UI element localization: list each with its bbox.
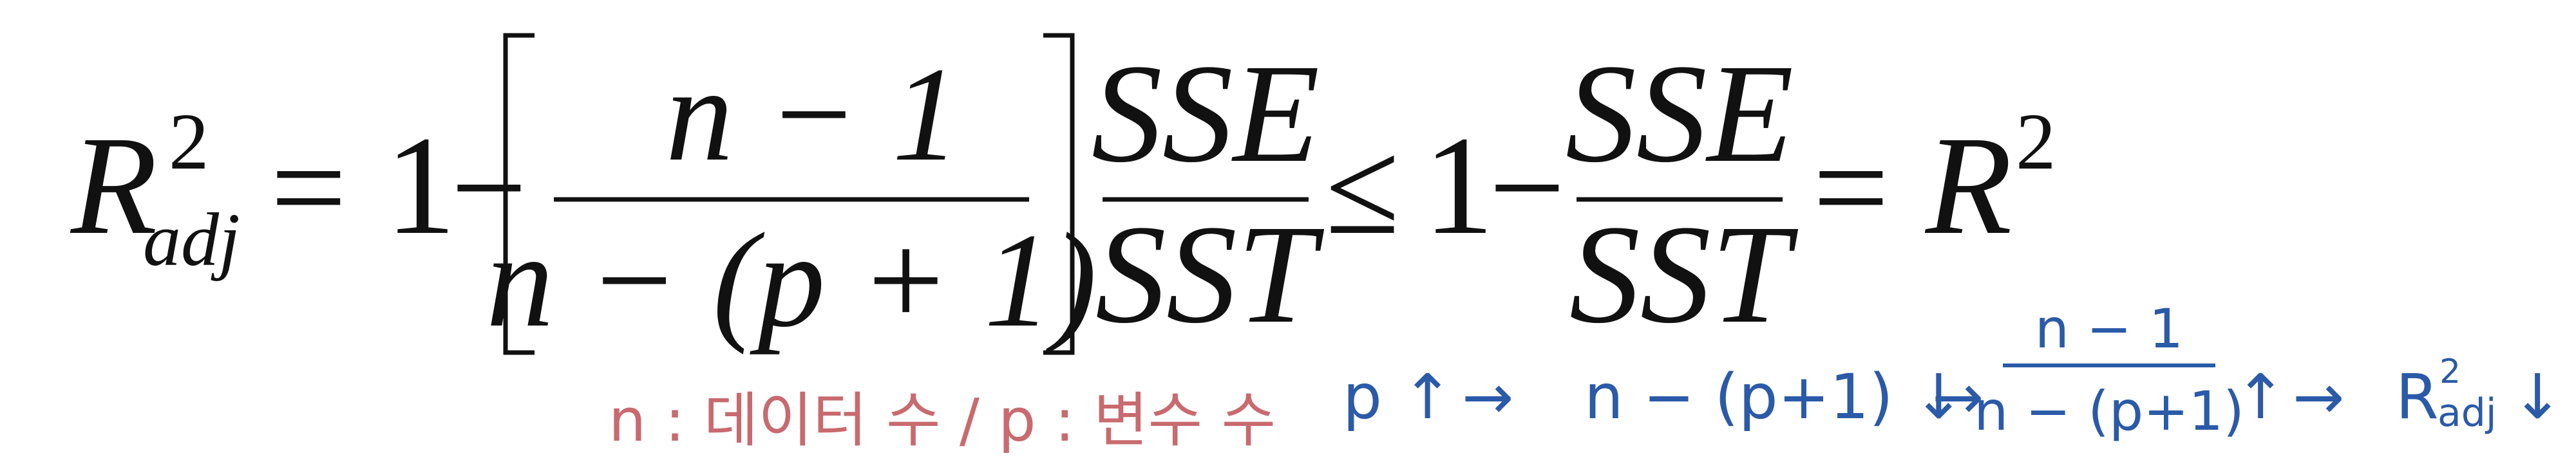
radj-decrease-arrow: ↓ (2512, 361, 2563, 433)
fraction1-numerator: n − 1 (666, 40, 960, 189)
fraction1-denominator: n − (p + 1) (486, 206, 1097, 355)
chain-radj-superscript: 2 (2439, 353, 2461, 391)
fraction3-numerator: SSE (1566, 35, 1794, 192)
minus-b: − (1489, 113, 1565, 262)
p-increase-note: p ↑ (1343, 361, 1454, 433)
fraction2-denominator: SST (1095, 196, 1325, 353)
r-squared-symbol: R (1924, 107, 2012, 264)
r-adj-symbol: R (70, 107, 157, 264)
minus-a: − (451, 113, 527, 262)
less-equal-sign: ≤ (1325, 113, 1399, 262)
variable-definition-note: n : 데이터 수 / p : 변수 수 (609, 386, 1276, 455)
chain-arrow-1: → (1462, 361, 1513, 433)
fraction-increase-arrow: ↑ (2235, 361, 2286, 433)
chain-arrow-2: → (1932, 361, 1984, 433)
chain-fraction-denominator: n − (p+1) (1974, 380, 2244, 443)
left-bracket (503, 33, 535, 355)
one-a: 1 (385, 107, 456, 264)
chain-radj-subscript: adj (2438, 391, 2497, 436)
fraction2-numerator: SSE (1092, 35, 1320, 192)
r-squared-superscript: 2 (2016, 98, 2056, 187)
r-adj-subscript: adj (143, 198, 240, 282)
chain-arrow-3: → (2293, 361, 2344, 433)
equals-sign-1: = (270, 113, 346, 262)
fraction3-denominator: SST (1569, 196, 1799, 353)
one-b: 1 (1423, 107, 1494, 264)
chain-radj-symbol: R (2396, 361, 2439, 433)
denominator-decrease-note: n − (p+1) ↓ (1584, 361, 1965, 433)
chain-fraction-numerator: n − 1 (2035, 297, 2183, 360)
equals-sign-2: = (1813, 113, 1889, 262)
right-bracket (1043, 33, 1075, 355)
annotation-notes: n : 데이터 수 / p : 변수 수 p ↑ → n − (p+1) ↓ →… (609, 297, 2563, 455)
adjusted-r-squared-formula: R 2 adj = 1 − n − 1 n − (p + 1) SSE SST … (70, 33, 2056, 355)
r-adj-superscript: 2 (169, 98, 209, 187)
